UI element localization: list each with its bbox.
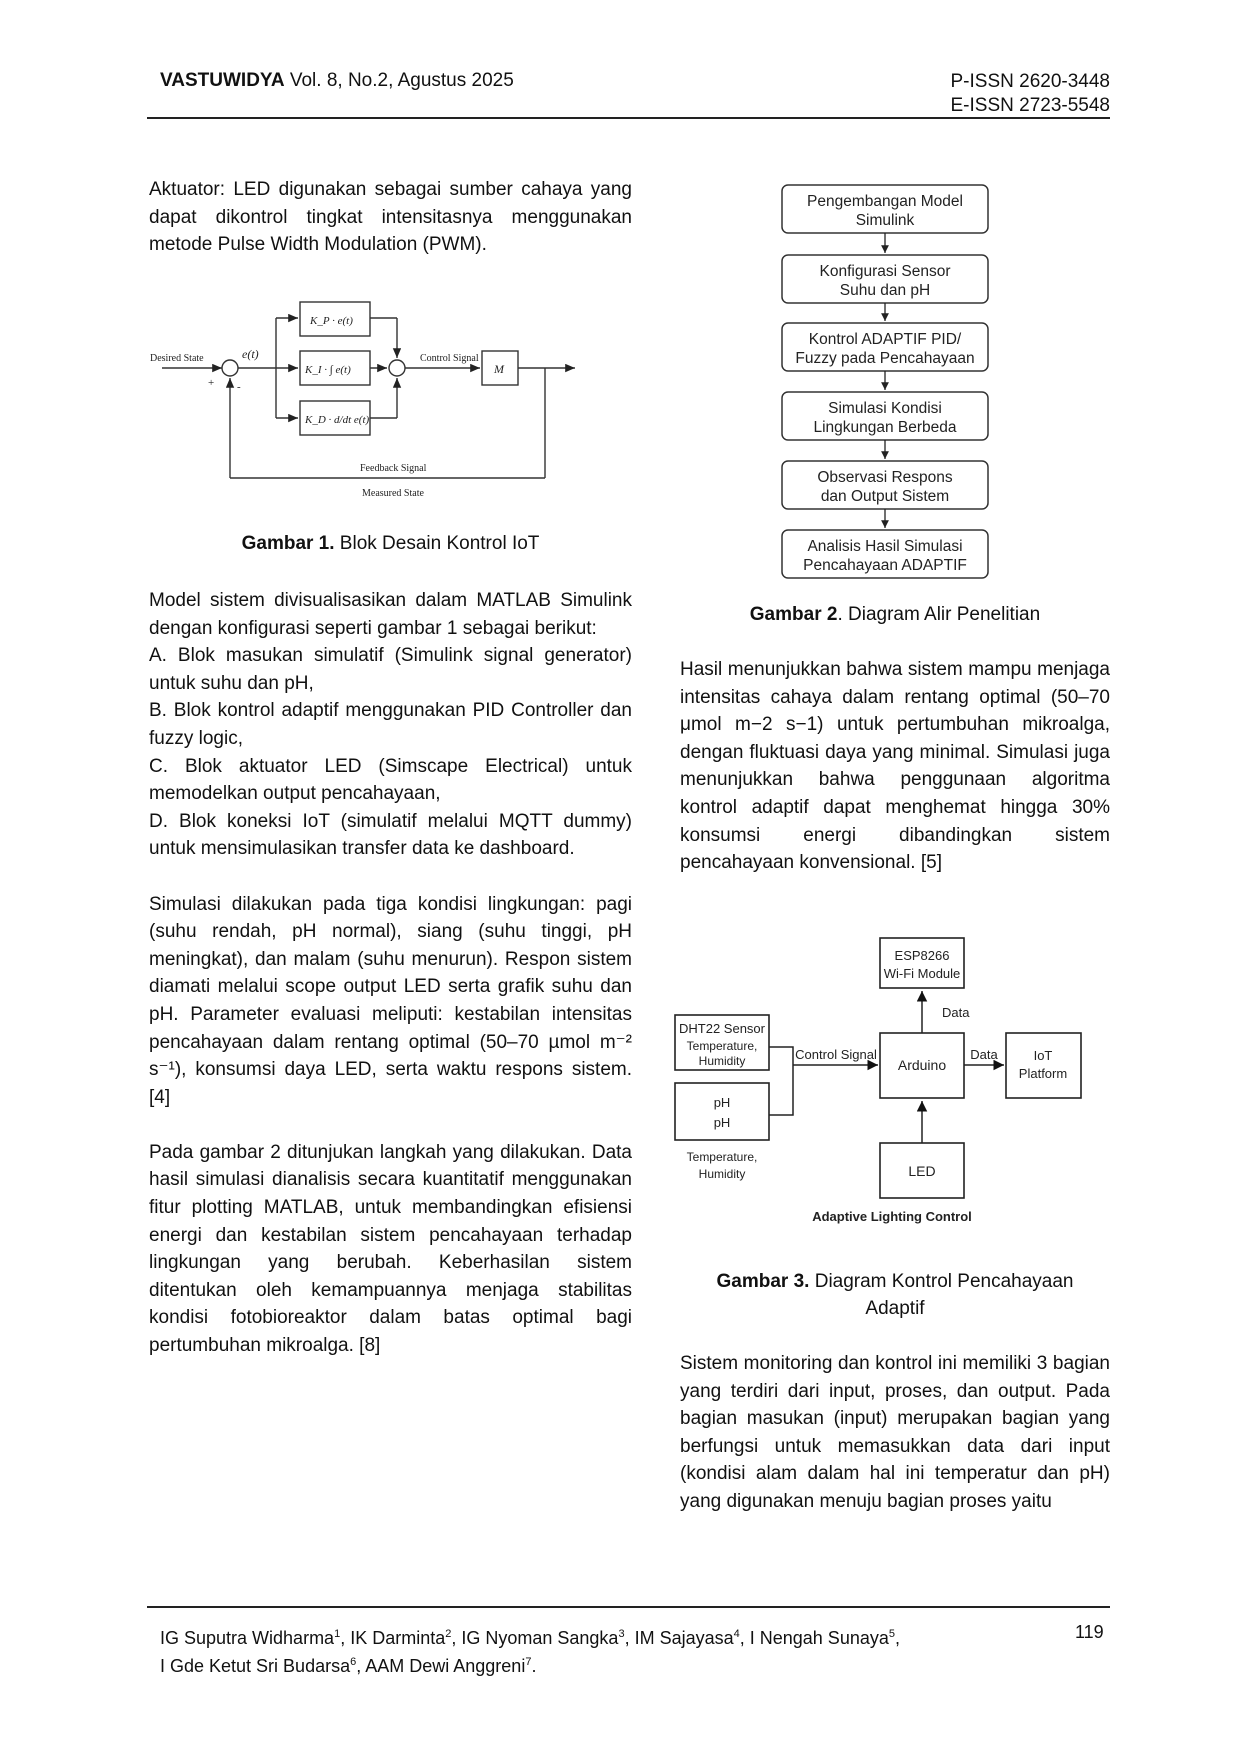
- figure-1-pid-diagram: Desired State e(t) + - K_P · e(t) K_I · …: [150, 301, 575, 498]
- ph-label-2: pH: [714, 1115, 731, 1130]
- dht-label-2: Temperature,: [687, 1039, 758, 1053]
- ph-under-2: Humidity: [699, 1167, 746, 1181]
- figure-1-caption: Gambar 1. Blok Desain Kontrol IoT: [241, 533, 540, 554]
- iot-platform-box: [1005, 1032, 1082, 1099]
- p-issn: P-ISSN 2620-3448: [950, 71, 1111, 92]
- ph-label-1: pH: [714, 1095, 731, 1110]
- authors-line-1: IG Suputra Widharma1, IK Darminta2, IG N…: [160, 1628, 900, 1648]
- paragraph-simulation: Simulasi dilakukan pada tiga kondisi lin…: [149, 893, 632, 1108]
- list-item-c: C. Blok aktuator LED (Simscape Electrica…: [149, 755, 632, 805]
- flow-step-1-line2: Simulink: [856, 212, 915, 229]
- label-minus: -: [237, 381, 241, 393]
- control-signal-label: Control Signal: [795, 1047, 877, 1062]
- label-kp: K_P · e(t): [309, 315, 353, 327]
- dht-label-1: DHT22 Sensor: [679, 1021, 766, 1036]
- figure-2-caption: Gambar 2. Diagram Alir Penelitian: [749, 604, 1041, 625]
- footer-divider: [147, 1606, 1110, 1608]
- figure-3-control-diagram: ESP8266 Wi-Fi Module Data DHT22 Sensor T…: [674, 937, 1082, 1224]
- list-item-a: A. Blok masukan simulatif (Simulink sign…: [149, 645, 632, 694]
- esp-label-1: ESP8266: [895, 948, 950, 963]
- label-control-signal: Control Signal: [420, 353, 479, 364]
- iot-label-2: Platform: [1019, 1066, 1067, 1081]
- flow-step-6-line2: Pencahayaan ADAPTIF: [803, 557, 967, 574]
- label-plus: +: [208, 377, 214, 389]
- label-desired-state: Desired State: [150, 353, 204, 364]
- figure-3-caption: Gambar 3. Diagram Kontrol Pencahayaan Ad…: [716, 1271, 1074, 1319]
- label-ki: K_I · ∫ e(t): [304, 364, 351, 376]
- right-column-system: Sistem monitoring dan kontrol ini memili…: [680, 1350, 1110, 1516]
- label-error: e(t): [242, 347, 259, 361]
- paragraph-system: Sistem monitoring dan kontrol ini memili…: [680, 1353, 1110, 1512]
- paragraph-actuator: Aktuator: LED digunakan sebagai sumber c…: [149, 179, 632, 256]
- page-number: 119: [1075, 1622, 1104, 1642]
- arduino-box: [879, 1032, 965, 1099]
- header-divider: [147, 117, 1110, 119]
- paragraph-model: Model sistem divisualisasikan dalam MATL…: [149, 590, 632, 639]
- label-measured: Measured State: [362, 488, 424, 498]
- diagram-title: Adaptive Lighting Control: [812, 1209, 972, 1224]
- flow-step-5-line2: dan Output Sistem: [821, 488, 949, 505]
- flow-step-5-line1: Observasi Respons: [817, 469, 953, 486]
- label-feedback: Feedback Signal: [360, 463, 427, 474]
- led-box: [879, 1142, 965, 1199]
- flow-step-4-line2: Lingkungan Berbeda: [813, 419, 956, 436]
- left-column: Aktuator: LED digunakan sebagai sumber c…: [149, 176, 632, 259]
- paragraph-figure2-ref: Pada gambar 2 ditunjukan langkah yang di…: [149, 1141, 632, 1357]
- footer-authors: IG Suputra Widharma1, IK Darminta2, IG N…: [160, 1622, 1060, 1678]
- label-plant: M: [493, 362, 505, 376]
- figure-2-flowchart: Pengembangan Model Simulink Konfigurasi …: [781, 184, 989, 579]
- issn-block: P-ISSN 2620-3448 E-ISSN 2723-5548: [951, 70, 1111, 118]
- e-issn: E-ISSN 2723-5548: [950, 95, 1111, 116]
- data-right-label: Data: [970, 1047, 998, 1062]
- esp8266-box: [879, 937, 965, 989]
- left-column-body: Model sistem divisualisasikan dalam MATL…: [149, 587, 632, 1360]
- flow-step-4-line1: Simulasi Kondisi: [828, 400, 942, 417]
- led-label: LED: [908, 1163, 935, 1179]
- list-item-b: B. Blok kontrol adaptif menggunakan PID …: [149, 700, 632, 749]
- dht-label-3: Humidity: [699, 1054, 746, 1068]
- list-item-d: D. Blok koneksi IoT (simulatif melalui M…: [149, 810, 632, 860]
- flow-step-2-line2: Suhu dan pH: [840, 282, 931, 299]
- esp-label-2: Wi-Fi Module: [884, 966, 961, 981]
- flow-step-3-line1: Kontrol ADAPTIF PID/: [809, 331, 962, 348]
- flow-step-2-line1: Konfigurasi Sensor: [820, 263, 951, 280]
- flow-step-3-line2: Fuzzy pada Pencahayaan: [795, 350, 974, 367]
- paragraph-results: Hasil menunjukkan bahwa sistem mampu men…: [680, 659, 1110, 874]
- flow-step-1-line1: Pengembangan Model: [807, 193, 963, 210]
- data-up-label: Data: [942, 1005, 970, 1020]
- running-header-journal: VASTUWIDYA Vol. 8, No.2, Agustus 2025: [160, 70, 514, 92]
- flow-step-6-line1: Analisis Hasil Simulasi: [807, 538, 962, 555]
- authors-line-2: I Gde Ketut Sri Budarsa6, AAM Dewi Anggr…: [160, 1656, 537, 1676]
- label-kd: K_D · d/dt e(t): [304, 414, 369, 426]
- ph-box: [674, 1082, 770, 1141]
- dht22-box: [674, 1014, 770, 1071]
- right-column-results: Hasil menunjukkan bahwa sistem mampu men…: [680, 656, 1110, 877]
- journal-issue: Vol. 8, No.2, Agustus 2025: [289, 70, 514, 91]
- journal-name: VASTUWIDYA: [160, 70, 285, 91]
- ph-under-1: Temperature,: [687, 1150, 758, 1164]
- arduino-label: Arduino: [898, 1057, 946, 1073]
- iot-label-1: IoT: [1034, 1048, 1053, 1063]
